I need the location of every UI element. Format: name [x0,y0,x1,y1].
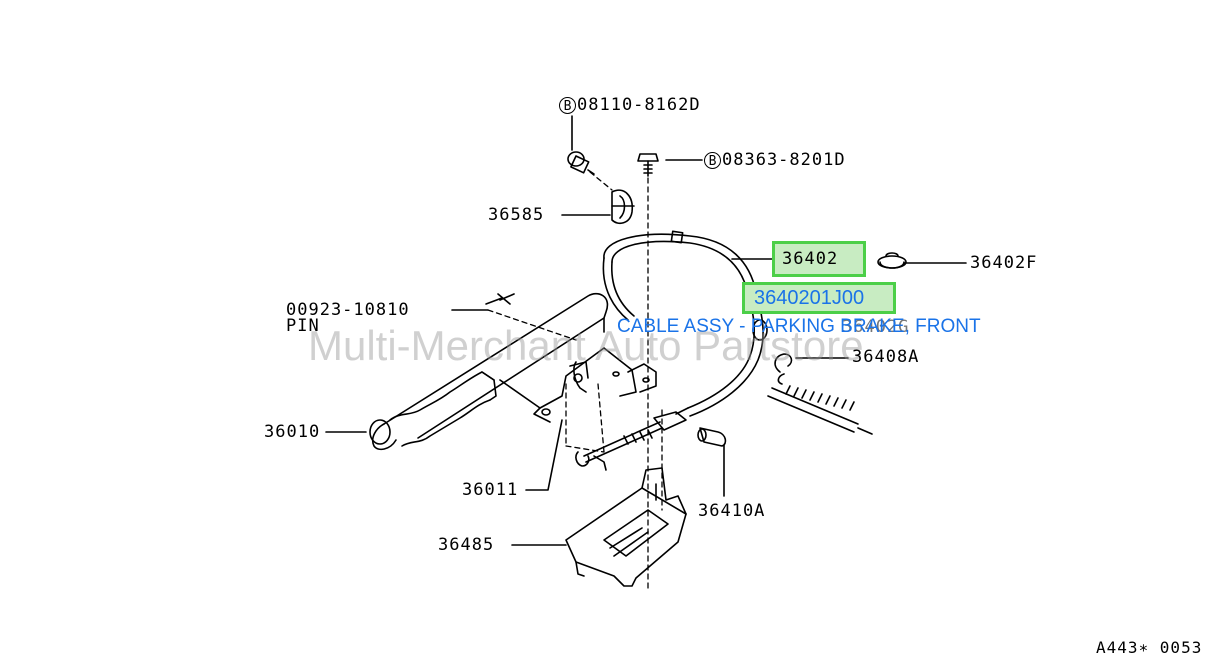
dash-link-3 [565,445,605,453]
caption-text: CABLE ASSY - PARKING BRAKE, FRONT [617,316,981,337]
watermark-text: Multi-Merchant Auto Partstore [308,322,864,369]
label-clamp: 36585 [488,205,545,225]
label-bushing: 36410A [698,501,766,521]
label-part-number[interactable]: 3640201J00 [754,287,865,309]
bracket-plate-shape [565,467,687,587]
rod-shape [575,407,689,471]
bushing-shape [697,427,727,447]
leader-lever-link [525,419,563,491]
circled-b-icon: B [704,151,721,169]
dash-pin [487,309,577,341]
pin-shape [485,293,515,305]
label-pin: PIN [286,316,320,336]
dash-bolt-top [589,171,613,191]
cable-loop-shape [602,230,768,417]
label-cable-front: 36402 [782,249,839,269]
figure-code: A443∗ 0053 [1096,638,1203,657]
circled-b-icon: B [559,96,576,114]
label-lever: 36010 [264,422,321,442]
part-number-highlight-box[interactable] [742,282,896,314]
spring-shape [774,353,793,385]
dash-link-2 [597,383,605,453]
grommet-shape [877,252,907,269]
bolt-right-shape [637,153,659,177]
label-hidden-part: 36402G [842,317,910,337]
cable-highlight-box[interactable] [772,241,866,277]
rear-cable-shape [767,385,873,435]
label-pin-number: 00923-10810 [286,300,410,320]
label-spring: 36408A [852,347,920,367]
lever-base-shape [499,347,657,423]
cable-clip [752,319,768,341]
clamp-shape [611,189,635,225]
bolt-top-shape [567,151,595,175]
label-grommet: 36402F [970,253,1038,273]
lever-shape [369,292,609,451]
label-lever-link: 36011 [462,480,519,500]
label-bracket: 36485 [438,535,495,555]
